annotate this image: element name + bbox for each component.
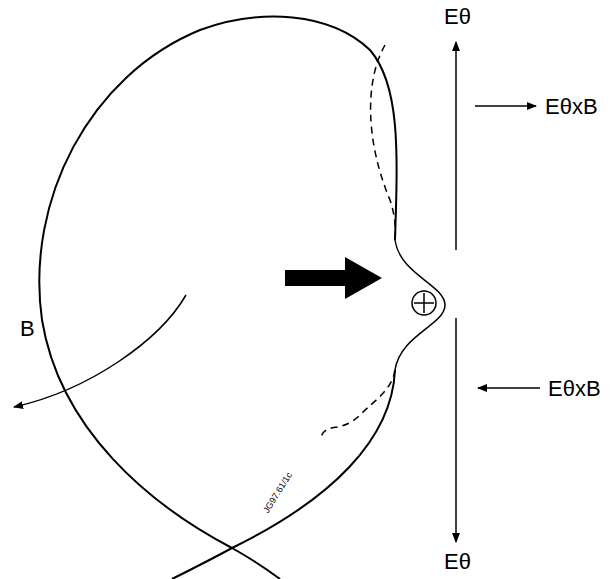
- perturbation-dashed: [320, 370, 395, 440]
- drift-label: EθxB: [545, 96, 598, 118]
- motion-arrow: [285, 257, 382, 299]
- separatrix-leg: [172, 370, 395, 579]
- drift-arrow: [475, 105, 536, 107]
- watermark: JG97.61/1c: [262, 471, 294, 515]
- field-line-arrow: [14, 295, 186, 407]
- perturbation-dashed: [371, 45, 396, 240]
- charge-symbol: [414, 293, 434, 313]
- field-arrow: [455, 42, 457, 250]
- field-arrow: [455, 318, 457, 542]
- field-label: Eθ: [444, 551, 471, 573]
- plasma-boundary: [39, 17, 396, 548]
- drift-label: EθxB: [548, 378, 601, 400]
- perturbation-curve: [395, 240, 445, 370]
- separatrix-leg: [232, 548, 280, 579]
- field-label: B: [20, 318, 35, 340]
- drift-arrow: [478, 387, 540, 389]
- charge-symbol: [412, 291, 436, 315]
- field-label: Eθ: [444, 6, 471, 28]
